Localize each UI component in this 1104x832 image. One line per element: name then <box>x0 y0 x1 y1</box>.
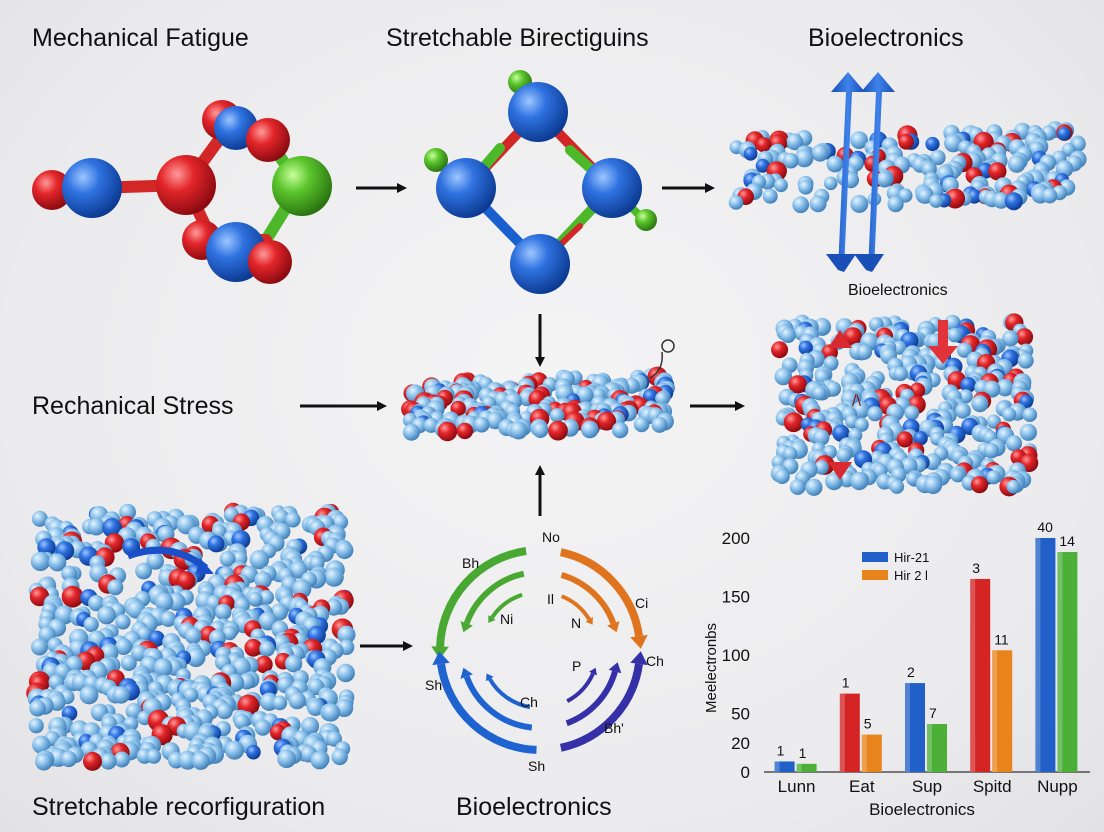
chart-y-tick: 100 <box>722 646 750 665</box>
cycle-label: Sh <box>425 677 442 693</box>
probe-tip <box>649 339 675 379</box>
cycle-label: N <box>571 615 581 631</box>
cycle-label: No <box>542 529 560 545</box>
chart-bar <box>992 650 1013 772</box>
cycle-label: Ch <box>520 694 538 710</box>
polymer-chain-slab-center <box>401 366 675 442</box>
stress-arrows-red: /\ <box>828 320 958 480</box>
flow-arrows <box>300 183 745 651</box>
chart-bar <box>927 724 947 772</box>
polymer-network-block-reconfigured <box>26 502 356 771</box>
label-rechanical-stress: Rechanical Stress <box>32 392 234 420</box>
chart-bar <box>905 683 925 772</box>
polymer-network-block-stressed <box>770 313 1039 497</box>
cycle-label: Sh <box>528 758 545 774</box>
chart-y-axis-label: Meelectronbs <box>703 623 720 713</box>
chart-legend-label: Hir-21 <box>894 550 929 565</box>
chart-bar <box>774 761 795 772</box>
cycle-label: Ci <box>635 595 648 611</box>
chart-x-tick: Spitd <box>973 777 1012 796</box>
chart-x-tick: Lunn <box>778 777 816 796</box>
chart-bar <box>796 763 817 772</box>
chart-bar <box>861 734 882 772</box>
label-mechanical-fatigue: Mechanical Fatigue <box>32 24 249 52</box>
chart-bar-label: 2 <box>907 664 915 680</box>
blue-chain-arrow <box>126 546 214 574</box>
cycle-label: Il <box>547 591 554 607</box>
cycle-label: Ch <box>646 653 664 669</box>
molecule-stretchable-ring <box>424 70 657 294</box>
cycle-label: Bh <box>462 555 479 571</box>
chart-bar-label: 14 <box>1059 533 1075 549</box>
chart-bar <box>970 578 991 772</box>
label-stretchable-reconfiguration: Stretchable recorfiguration <box>32 793 326 821</box>
chart-y-tick: 50 <box>731 705 750 724</box>
label-bioelectronics-bottom: Bioelectronics <box>456 793 612 821</box>
chart-legend-label: Hir 2 l <box>894 568 928 583</box>
chart-bar <box>839 693 860 772</box>
chart-bar-label: 11 <box>994 631 1009 647</box>
chart-bar-label: 1 <box>777 742 785 758</box>
svg-text:/\: /\ <box>852 393 861 410</box>
chart-legend-swatch <box>862 552 888 562</box>
chart-x-tick: Sup <box>912 777 942 796</box>
molecule-mechanical-fatigue <box>32 100 332 284</box>
cycle-label: Bh' <box>604 720 624 736</box>
chart-y-tick: 150 <box>722 588 750 607</box>
chart-y-tick: 0 <box>741 763 750 782</box>
cycle-label: Ni <box>500 611 513 627</box>
chart-bar <box>1057 552 1078 772</box>
polymer-chain-slab-top <box>728 121 1087 214</box>
label-bioelectronics-small: Bioelectronics <box>848 282 948 299</box>
chart-bar <box>1035 538 1056 772</box>
chart-bar-label: 1 <box>842 675 850 691</box>
chart-x-tick: Eat <box>849 777 875 796</box>
chart-legend-swatch <box>862 570 888 580</box>
chart-bar-label: 1 <box>799 745 807 761</box>
label-bioelectronics-top: Bioelectronics <box>808 24 964 52</box>
reconfiguration-cycle <box>431 547 648 754</box>
cycle-label: P <box>572 658 581 674</box>
chart-bar-label: 5 <box>864 716 872 732</box>
chart-y-tick: 200 <box>722 529 750 548</box>
stretch-arrows-blue <box>826 72 895 272</box>
chart-bar-label: 7 <box>929 705 937 721</box>
chart-y-tick: 20 <box>731 734 750 753</box>
label-stretchable-birectiguins: Stretchable Birectiguins <box>386 24 649 52</box>
chart-bar-label: 3 <box>972 560 980 576</box>
chart-x-tick: Nupp <box>1037 777 1078 796</box>
chart-x-axis-label: Bioelectronics <box>869 800 975 819</box>
chart-bar-label: 40 <box>1037 519 1053 535</box>
